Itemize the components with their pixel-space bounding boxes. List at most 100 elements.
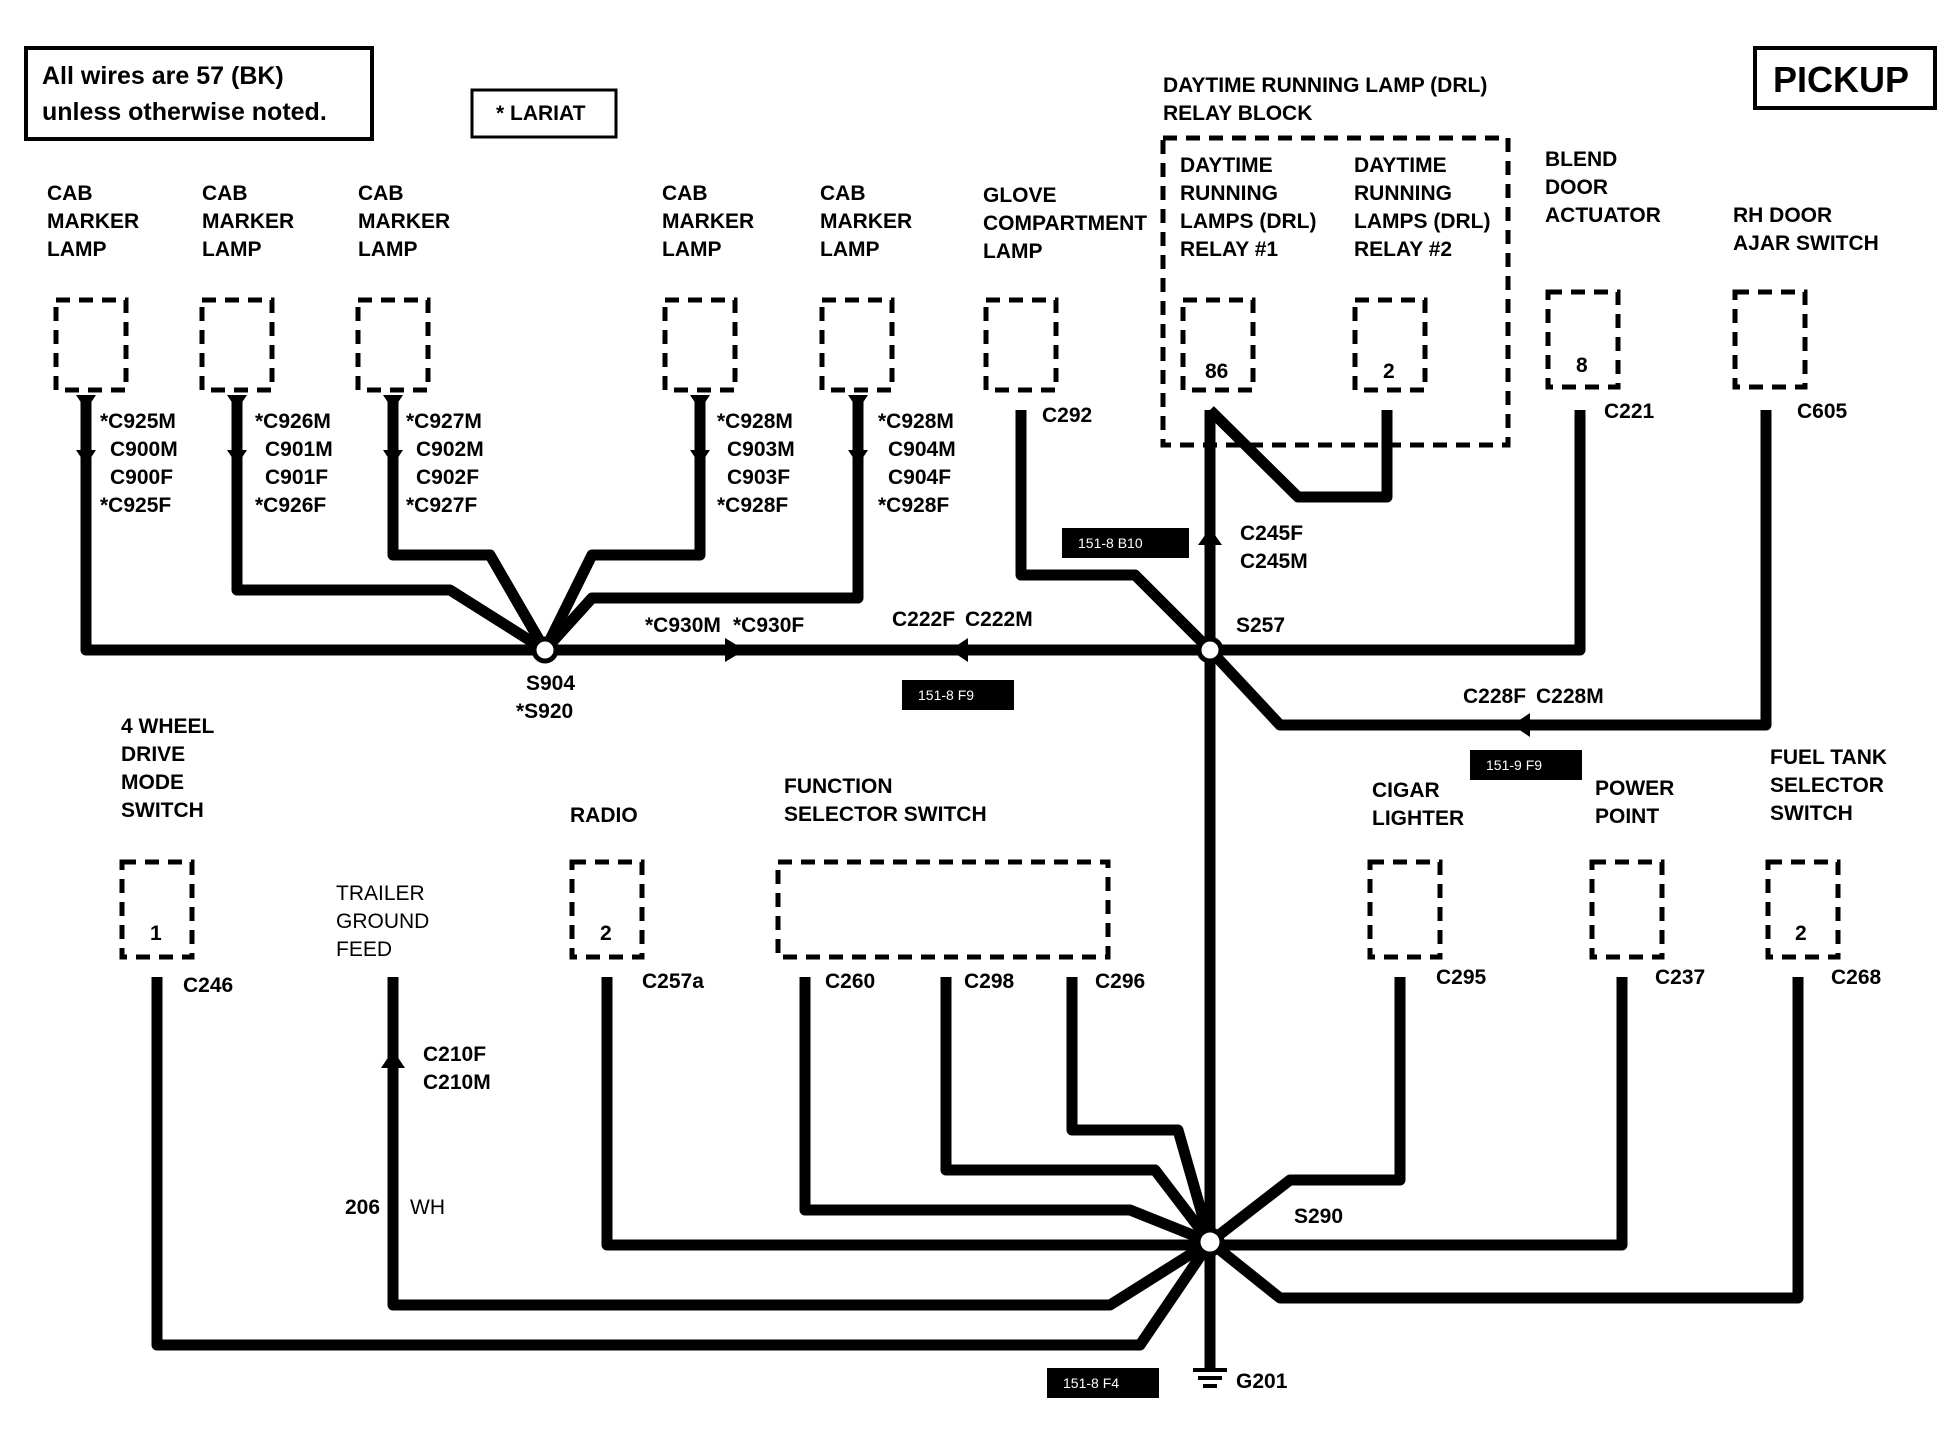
splices	[531, 636, 1225, 1257]
pickup-label: PICKUP	[1773, 59, 1909, 100]
wire-color: WH	[410, 1196, 445, 1219]
svg-text:FEED: FEED	[336, 938, 392, 961]
svg-text:*C927M: *C927M	[406, 410, 482, 433]
splice-label-s904: S904 *S920	[516, 672, 575, 723]
svg-text:SWITCH: SWITCH	[121, 799, 204, 822]
wire-cab-lamp-1	[80, 395, 545, 656]
svg-text:DAYTIME: DAYTIME	[1180, 154, 1273, 177]
cab-marker-lamp-1-box	[53, 297, 129, 393]
cab-marker-lamp-3-label: CAB MARKER LAMP	[358, 182, 450, 261]
svg-text:LAMP: LAMP	[358, 238, 418, 261]
svg-text:C901F: C901F	[265, 466, 328, 489]
svg-text:MARKER: MARKER	[47, 210, 139, 233]
svg-text:COMPARTMENT: COMPARTMENT	[983, 212, 1147, 235]
rh-door-ajar-switch-box	[1732, 289, 1808, 390]
cab-marker-lamp-4-box	[662, 297, 738, 393]
connector-symbol-cab2	[227, 395, 247, 465]
ref-tag-4: 151-8 F4	[1047, 1368, 1159, 1398]
svg-text:LAMP: LAMP	[662, 238, 722, 261]
connector-label-rh-door: C605	[1797, 400, 1848, 423]
splice-label-s290: S290	[1294, 1205, 1343, 1228]
connector-label-func-c298: C298	[964, 970, 1015, 993]
connector-symbol-cab1	[76, 395, 96, 465]
svg-text:*C926M: *C926M	[255, 410, 331, 433]
pin-4wd: 1	[150, 922, 162, 945]
drl-relay-1-label: DAYTIME RUNNING LAMPS (DRL) RELAY #1	[1180, 154, 1316, 261]
svg-text:CIGAR: CIGAR	[1372, 779, 1440, 802]
splice-s904	[531, 636, 559, 664]
pickup-box	[1753, 46, 1937, 110]
wire-power-point	[1210, 977, 1628, 1251]
svg-text:*C926F: *C926F	[255, 494, 326, 517]
fuel-tank-selector-switch-box	[1765, 859, 1841, 960]
pin-fuel: 2	[1795, 922, 1807, 945]
splice-s290	[1195, 1227, 1225, 1257]
blend-door-actuator-box	[1545, 289, 1621, 390]
svg-text:LAMP: LAMP	[983, 240, 1043, 263]
wire-cab-lamp-2	[231, 395, 548, 655]
wire-note-line1: All wires are 57 (BK)	[42, 62, 284, 90]
svg-text:*C928M: *C928M	[878, 410, 954, 433]
svg-text:RUNNING: RUNNING	[1354, 182, 1452, 205]
wire-4wd-switch	[151, 977, 1215, 1351]
svg-text:MODE: MODE	[121, 771, 184, 794]
svg-text:LIGHTER: LIGHTER	[1372, 807, 1464, 830]
svg-text:C245M: C245M	[1240, 550, 1308, 573]
connector-label-c930: *C930M *C930F	[645, 614, 804, 637]
connector-symbol-cab4	[690, 395, 710, 465]
svg-text:RUNNING: RUNNING	[1180, 182, 1278, 205]
svg-text:RELAY #1: RELAY #1	[1180, 238, 1278, 261]
svg-text:CAB: CAB	[662, 182, 708, 205]
wire-trailer-ground	[387, 977, 1213, 1311]
svg-text:DAYTIME: DAYTIME	[1354, 154, 1447, 177]
wire-func-c296	[1066, 977, 1216, 1244]
glove-compartment-lamp-label: GLOVE COMPARTMENT LAMP	[983, 184, 1147, 263]
svg-text:POINT: POINT	[1595, 805, 1659, 828]
svg-text:C900M: C900M	[110, 438, 178, 461]
svg-text:POWER: POWER	[1595, 777, 1674, 800]
svg-text:CAB: CAB	[358, 182, 404, 205]
wire-note-line2: unless otherwise noted.	[42, 98, 327, 126]
connector-label-c245: C245F C245M	[1240, 522, 1308, 573]
svg-text:C904F: C904F	[888, 466, 951, 489]
connector-label-4wd: C246	[183, 974, 233, 997]
radio-label: RADIO	[570, 804, 638, 827]
connector-label-func-c296: C296	[1095, 970, 1145, 993]
four-wd-switch-label: 4 WHEEL DRIVE MODE SWITCH	[121, 715, 215, 822]
svg-text:C245F: C245F	[1240, 522, 1303, 545]
wire-circuit-number: 206	[345, 1196, 380, 1219]
wire-cab-lamp-3	[387, 395, 550, 653]
svg-text:SELECTOR SWITCH: SELECTOR SWITCH	[784, 803, 987, 826]
cab-marker-lamp-2-box	[199, 297, 275, 393]
cab-marker-lamp-2-label: CAB MARKER LAMP	[202, 182, 294, 261]
fuel-tank-selector-switch-label: FUEL TANK SELECTOR SWITCH	[1770, 746, 1887, 825]
svg-text:RELAY #2: RELAY #2	[1354, 238, 1452, 261]
pin-radio: 2	[600, 922, 612, 945]
svg-text:GLOVE: GLOVE	[983, 184, 1057, 207]
svg-text:GROUND: GROUND	[336, 910, 429, 933]
svg-text:C210M: C210M	[423, 1071, 491, 1094]
splice-s257	[1196, 636, 1224, 664]
svg-text:C900F: C900F	[110, 466, 173, 489]
connector-label-cab3: *C927M C902M C902F *C927F	[406, 410, 484, 517]
svg-text:MARKER: MARKER	[820, 210, 912, 233]
cab-marker-lamp-1-label: CAB MARKER LAMP	[47, 182, 139, 261]
svg-text:LAMP: LAMP	[202, 238, 262, 261]
wire-func-c298	[940, 977, 1215, 1246]
svg-text:RH DOOR: RH DOOR	[1733, 204, 1832, 227]
connector-label-blend: C221	[1604, 400, 1655, 423]
connector-symbol-c210	[381, 1050, 405, 1068]
wire-cab-lamp-5	[540, 395, 864, 654]
svg-text:CAB: CAB	[47, 182, 93, 205]
ground-label: G201	[1236, 1370, 1288, 1393]
svg-text:MARKER: MARKER	[202, 210, 294, 233]
svg-text:ACTUATOR: ACTUATOR	[1545, 204, 1661, 227]
function-selector-switch-box	[775, 859, 1111, 960]
splice-label-s257: S257	[1236, 614, 1285, 637]
connector-symbol-cab3	[383, 395, 403, 465]
drl-relay-block-label: DAYTIME RUNNING LAMP (DRL) RELAY BLOCK	[1163, 74, 1487, 125]
connector-symbol-c222	[950, 638, 968, 662]
cab-marker-lamp-5-box	[819, 297, 895, 393]
svg-text:C222F: C222F	[892, 608, 955, 631]
svg-text:151-8 B10: 151-8 B10	[1078, 535, 1143, 551]
